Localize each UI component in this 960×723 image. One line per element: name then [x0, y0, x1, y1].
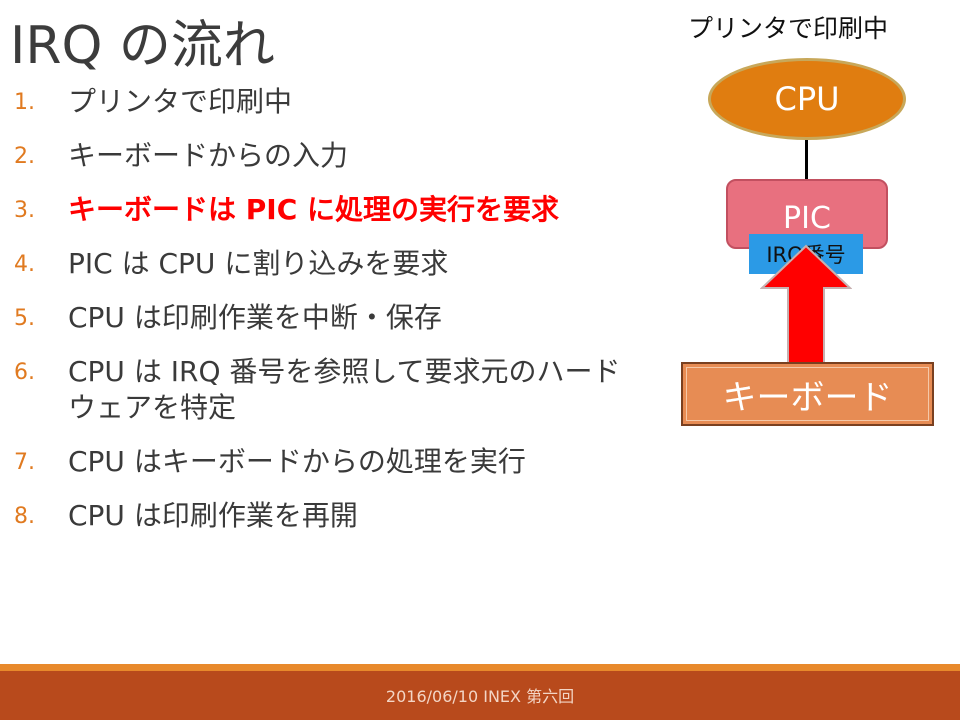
cpu-pic-connector [805, 140, 808, 182]
step-number: 7. [14, 450, 35, 475]
keyboard-label: キーボード [722, 377, 893, 418]
pic-label: PIC [783, 201, 831, 236]
cpu-label: CPU [774, 80, 840, 118]
footer-bar: 2016/06/10 INEX 第六回 [0, 671, 960, 720]
step-text: プリンタで印刷中 [68, 85, 293, 118]
keyboard-node-inner-border [686, 367, 929, 421]
footer-accent-line [0, 664, 960, 671]
step-number: 8. [14, 504, 35, 529]
keyboard-node: キーボード [681, 362, 934, 426]
step-text: CPU は印刷作業を中断・保存 [68, 301, 442, 334]
step-number: 5. [14, 306, 35, 331]
up-arrow-icon [760, 244, 852, 367]
slide-title: IRQ の流れ [10, 16, 275, 76]
step-text: CPU は IRQ 番号を参照して要求元のハードウェアを特定 [68, 355, 621, 424]
step-number: 4. [14, 252, 35, 277]
step-number: 6. [14, 360, 35, 385]
step-text: CPU はキーボードからの処理を実行 [68, 445, 526, 478]
diagram-caption: プリンタで印刷中 [688, 14, 889, 43]
step-text: キーボードからの入力 [68, 139, 349, 172]
step-text: キーボードは PIC に処理の実行を要求 [68, 193, 559, 226]
footer-text: 2016/06/10 INEX 第六回 [385, 687, 575, 706]
step-text: PIC は CPU に割り込みを要求 [68, 247, 449, 280]
arrow-shape [760, 244, 852, 367]
cpu-node: CPU [708, 58, 906, 140]
step-number: 1. [14, 90, 35, 115]
step-number: 3. [14, 198, 35, 223]
step-text: CPU は印刷作業を再開 [68, 499, 358, 532]
step-number: 2. [14, 144, 35, 169]
